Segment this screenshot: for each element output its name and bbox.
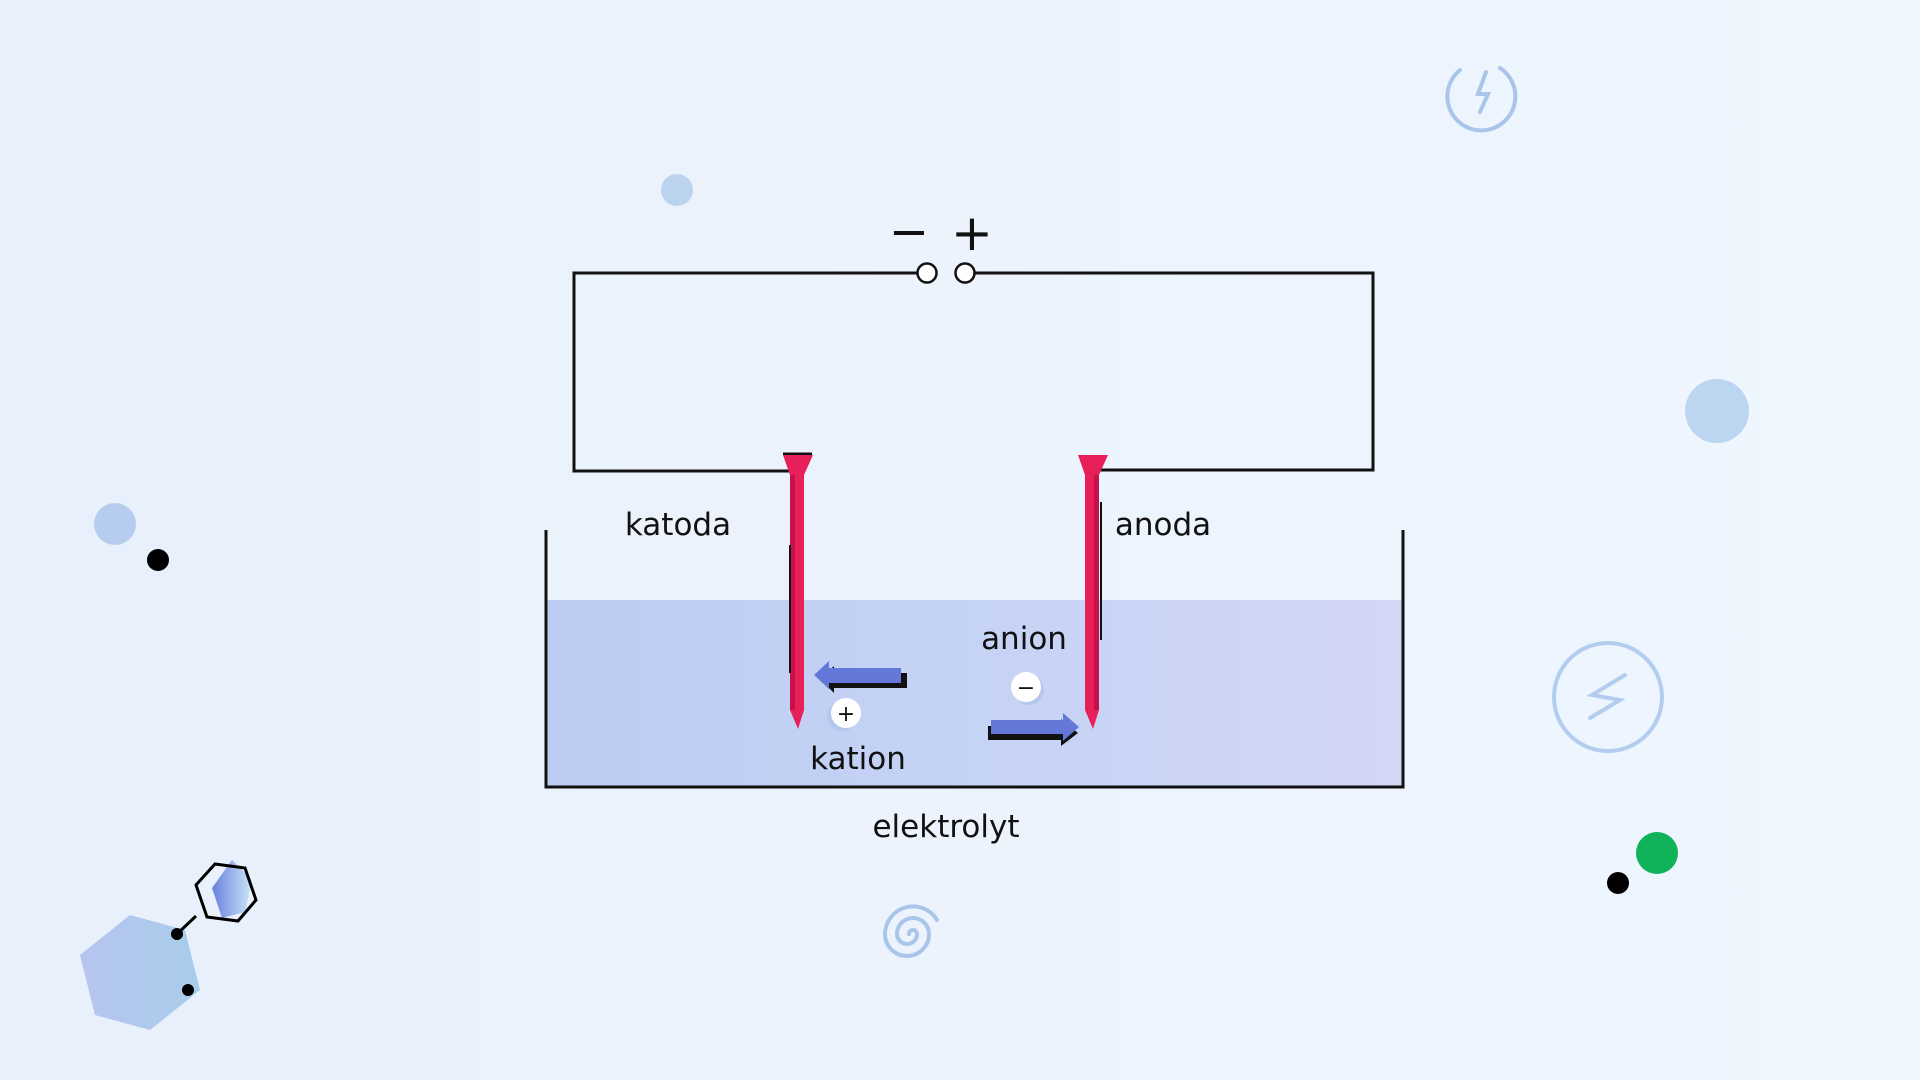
cation-sign: + [837, 702, 855, 727]
decor-dot-black [147, 549, 169, 571]
anion-arrow-right [988, 713, 1079, 746]
decor-dot [661, 174, 693, 206]
positive-terminal [954, 262, 976, 284]
positive-sign: + [951, 204, 993, 262]
circuit-wire [572, 271, 917, 473]
electrolyte-liquid [546, 600, 1403, 787]
anode-label: anoda [1115, 507, 1211, 543]
cation-label: kation [810, 741, 906, 777]
molecule-decoration [80, 860, 258, 1030]
decor-dot-green [1636, 832, 1678, 874]
negative-sign: − [889, 204, 929, 260]
anion-ion: − [1011, 672, 1044, 705]
cation-arrow-left [814, 661, 907, 693]
cathode-label: katoda [625, 507, 731, 543]
lightning-circle-icon [1445, 66, 1518, 133]
electrolyte-label: elektrolyt [872, 809, 1019, 845]
decor-dot [1685, 379, 1749, 443]
decor-dot-black [1607, 872, 1629, 894]
spiral-icon [882, 904, 939, 958]
decor-dot [94, 503, 136, 545]
beaker [544, 530, 1405, 789]
anode-electrode [1078, 455, 1108, 729]
cathode-electrode [783, 452, 813, 729]
cation-ion: + [827, 698, 861, 731]
circuit-wire [975, 271, 1375, 472]
anion-sign: − [1017, 676, 1035, 701]
lightning-circle-icon [1552, 641, 1664, 753]
anion-label: anion [981, 621, 1067, 657]
negative-terminal [916, 262, 938, 284]
